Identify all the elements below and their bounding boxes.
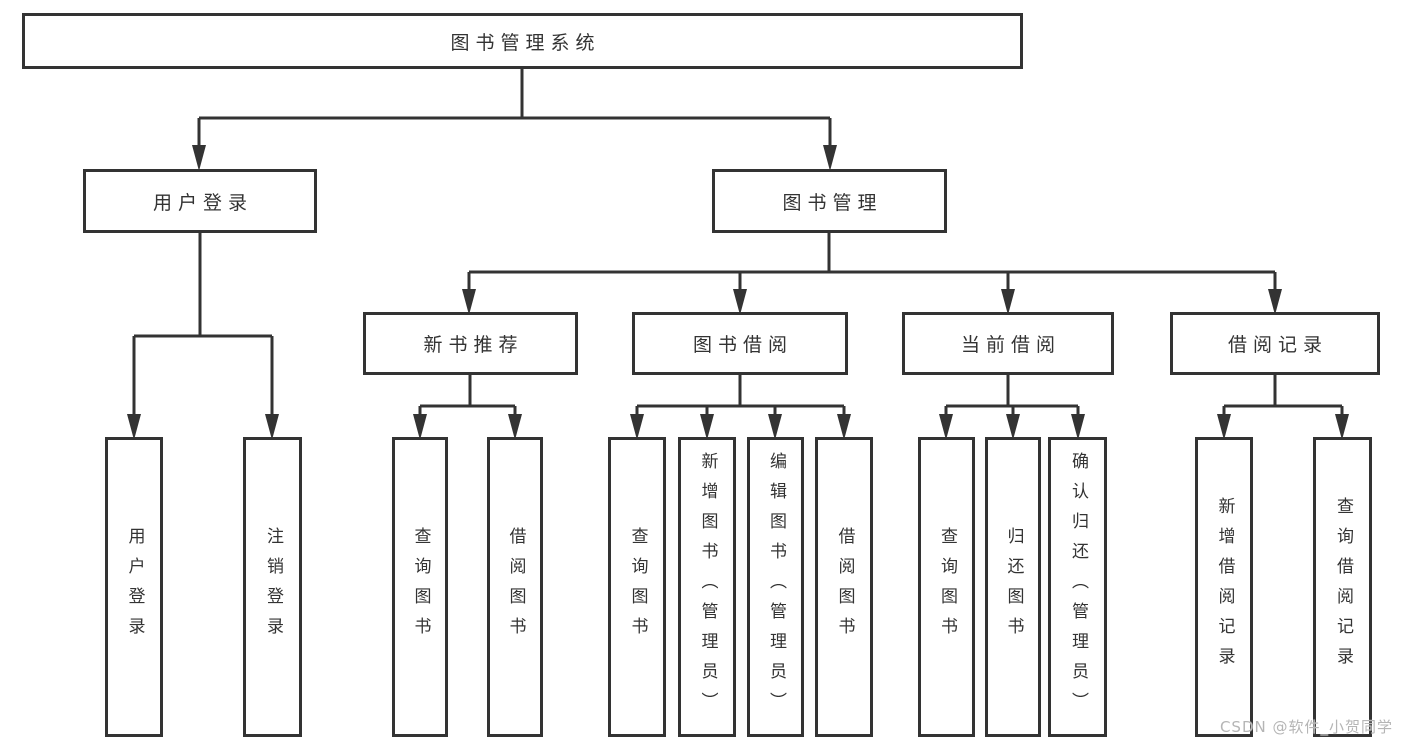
leaf-query-book-1: 查询图书 [392,437,448,737]
connector-book-borrow-branch [635,375,846,416]
leaf-query-book-2: 查询图书 [608,437,666,737]
leaf-logout-label: 注销登录 [263,527,283,647]
node-user-login: 用户登录 [83,169,317,233]
leaf-add-borrow-record: 新增借阅记录 [1195,437,1253,737]
node-book-borrowing: 图书借阅 [632,312,848,375]
leaf-confirm-return-admin-label: 确认归还（管理员） [1068,452,1088,722]
leaf-return-book: 归还图书 [985,437,1041,737]
leaf-query-book-1-label: 查询图书 [410,527,431,647]
node-new-book-recommendation: 新书推荐 [363,312,578,375]
leaf-confirm-return-admin: 确认归还（管理员） [1048,437,1107,737]
node-library-management-system: 图书管理系统 [22,13,1023,69]
leaf-edit-book-admin: 编辑图书（管理员） [747,437,804,737]
leaf-borrow-book-1-label: 借阅图书 [505,527,526,647]
csdn-watermark: CSDN @软件_小贺同学 [1219,718,1393,736]
leaf-return-book-label: 归还图书 [1003,527,1024,647]
connector-new-book-branch [418,375,517,416]
leaf-query-book-2-label: 查询图书 [627,527,648,647]
connector-root-to-level1 [197,69,832,152]
leaf-add-book-admin: 新增图书（管理员） [678,437,736,737]
leaf-borrow-book-1: 借阅图书 [487,437,543,737]
connector-book-management-branch [467,233,1277,290]
leaf-add-book-admin-label: 新增图书（管理员） [697,452,718,722]
connector-user-login-branch [132,233,274,416]
leaf-query-book-3: 查询图书 [918,437,975,737]
leaf-logout: 注销登录 [243,437,302,737]
connector-borrow-record-branch [1222,375,1344,416]
leaf-query-book-3-label: 查询图书 [937,527,957,647]
leaf-query-borrow-record: 查询借阅记录 [1313,437,1372,737]
leaf-edit-book-admin-label: 编辑图书（管理员） [766,452,786,722]
node-book-management: 图书管理 [712,169,947,233]
leaf-add-borrow-record-label: 新增借阅记录 [1214,497,1235,677]
connector-current-borrow-branch [944,375,1080,416]
leaf-borrow-book-2: 借阅图书 [815,437,873,737]
leaf-borrow-book-2-label: 借阅图书 [834,527,855,647]
leaf-user-login: 用户登录 [105,437,163,737]
leaf-query-borrow-record-label: 查询借阅记录 [1333,497,1353,677]
leaf-user-login-label: 用户登录 [124,527,145,647]
node-current-borrowing: 当前借阅 [902,312,1114,375]
node-borrowing-records: 借阅记录 [1170,312,1380,375]
